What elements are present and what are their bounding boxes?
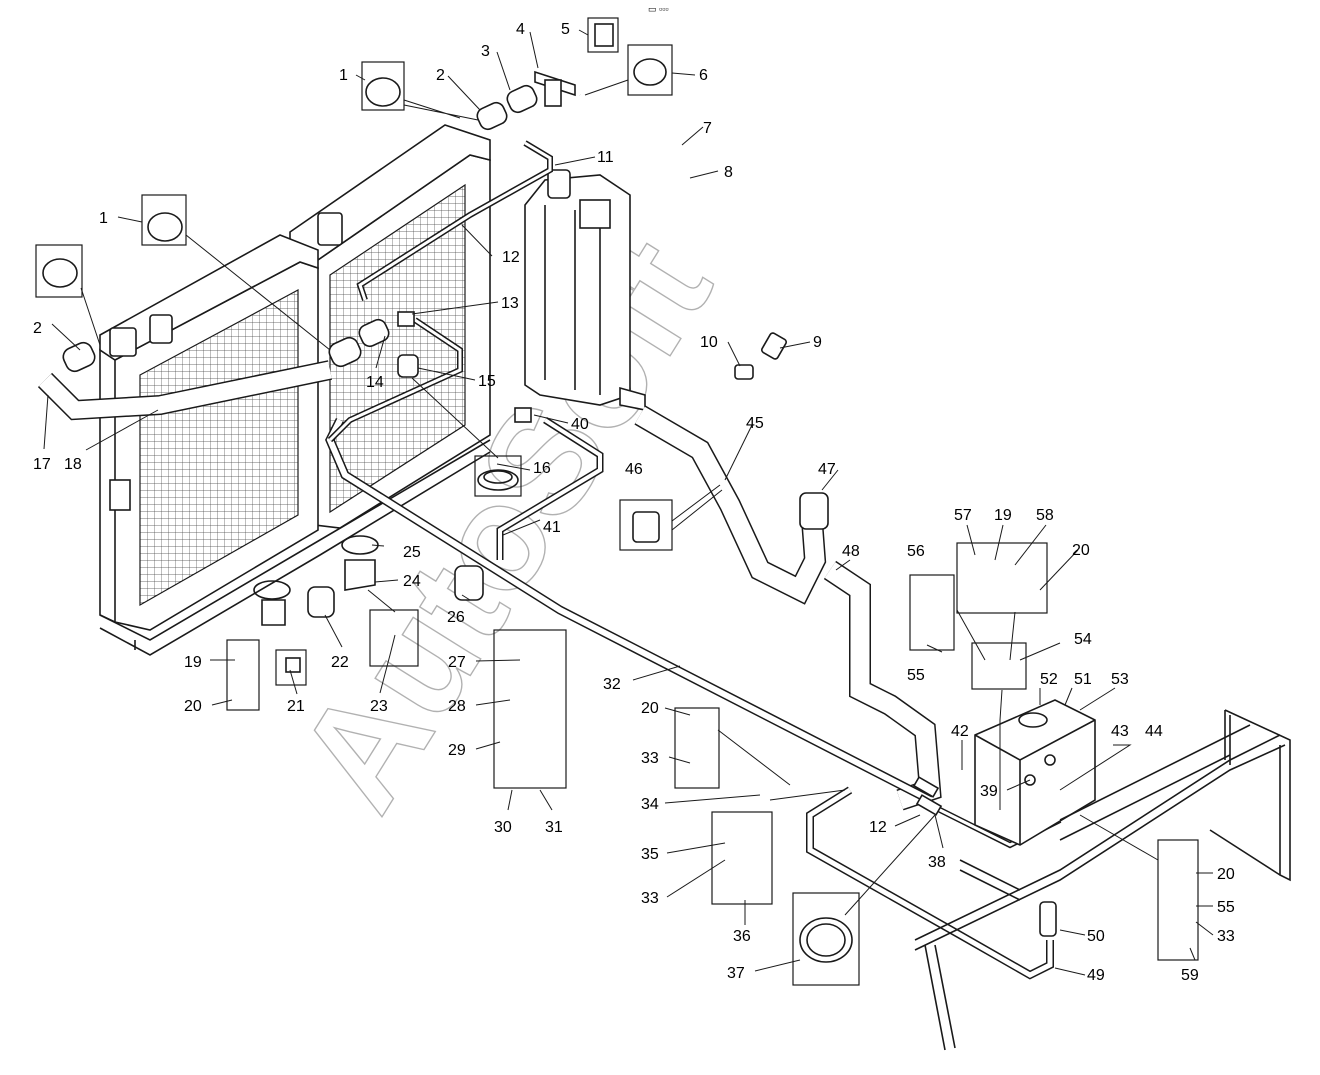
callout-2: 2	[436, 67, 445, 84]
callout-24: 24	[403, 573, 421, 590]
callout-36: 36	[733, 928, 751, 945]
tank-51	[974, 699, 1096, 846]
callout-1: 1	[339, 67, 348, 84]
callout-50: 50	[1087, 928, 1105, 945]
small-parts	[42, 23, 1057, 963]
header-mark: ▭ ▫▫▫	[648, 4, 669, 14]
callout-14: 14	[366, 374, 384, 391]
callout-29: 29	[448, 742, 466, 759]
callout-44: 44	[1145, 723, 1163, 740]
callout-56: 56	[907, 543, 925, 560]
callout-9: 9	[813, 334, 822, 351]
radiator-assembly	[99, 124, 491, 656]
callout-12: 12	[502, 249, 520, 266]
callout-27: 27	[448, 654, 466, 671]
hoses	[37, 91, 1062, 980]
callout-11: 11	[597, 149, 614, 166]
callout-30: 30	[494, 819, 512, 836]
callout-22: 22	[331, 654, 349, 671]
callout-20: 20	[641, 700, 659, 717]
callout-18: 18	[64, 456, 82, 473]
callout-43: 43	[1111, 723, 1129, 740]
callout-21: 21	[287, 698, 305, 715]
callout-40: 40	[571, 416, 589, 433]
callout-55: 55	[1217, 899, 1235, 916]
callout-20: 20	[184, 698, 202, 715]
callout-35: 35	[641, 846, 659, 863]
callout-37: 37	[727, 965, 745, 982]
callout-20: 20	[1072, 542, 1090, 559]
callout-13: 13	[501, 295, 519, 312]
callout-33: 33	[641, 750, 659, 767]
callout-53: 53	[1111, 671, 1129, 688]
callout-23: 23	[370, 698, 388, 715]
callout-54: 54	[1074, 631, 1092, 648]
callout-49: 49	[1087, 967, 1105, 984]
callout-47: 47	[818, 461, 836, 478]
callout-17: 17	[33, 456, 51, 473]
callout-55: 55	[907, 667, 925, 684]
callout-42: 42	[951, 723, 969, 740]
callout-57: 57	[954, 507, 972, 524]
callout-51: 51	[1074, 671, 1092, 688]
callout-19: 19	[184, 654, 202, 671]
support-frame	[914, 709, 1291, 1051]
callout-6: 6	[699, 67, 708, 84]
callout-33: 33	[641, 890, 659, 907]
callout-5: 5	[561, 21, 570, 38]
callout-31: 31	[545, 819, 563, 836]
expansion-block	[524, 169, 646, 411]
callout-32: 32	[603, 676, 621, 693]
callout-20: 20	[1217, 866, 1235, 883]
callout-labels: 1 2 3 4 5 6 7 8 11 1 12 13 2 10 9 14 15 …	[33, 21, 1235, 984]
callout-52: 52	[1040, 671, 1058, 688]
callout-34: 34	[641, 796, 659, 813]
callout-38: 38	[928, 854, 946, 871]
callout-25: 25	[403, 544, 421, 561]
callout-46: 46	[625, 461, 643, 478]
callout-2: 2	[33, 320, 42, 337]
callout-59: 59	[1181, 967, 1199, 984]
callout-10: 10	[700, 334, 718, 351]
callout-1: 1	[99, 210, 108, 227]
callout-boxes	[35, 17, 1199, 986]
callout-39: 39	[980, 783, 998, 800]
callout-8: 8	[724, 164, 733, 181]
callout-15: 15	[478, 373, 496, 390]
callout-12: 12	[869, 819, 887, 836]
callout-41: 41	[543, 519, 561, 536]
callout-58: 58	[1036, 507, 1054, 524]
callout-33: 33	[1217, 928, 1235, 945]
callout-28: 28	[448, 698, 466, 715]
callout-16: 16	[533, 460, 551, 477]
callout-19: 19	[994, 507, 1012, 524]
callout-26: 26	[447, 609, 465, 626]
callout-45: 45	[746, 415, 764, 432]
callout-4: 4	[516, 21, 525, 38]
callout-7: 7	[703, 120, 712, 137]
leader-lines	[43, 29, 1214, 976]
callout-3: 3	[481, 43, 490, 60]
callout-48: 48	[842, 543, 860, 560]
